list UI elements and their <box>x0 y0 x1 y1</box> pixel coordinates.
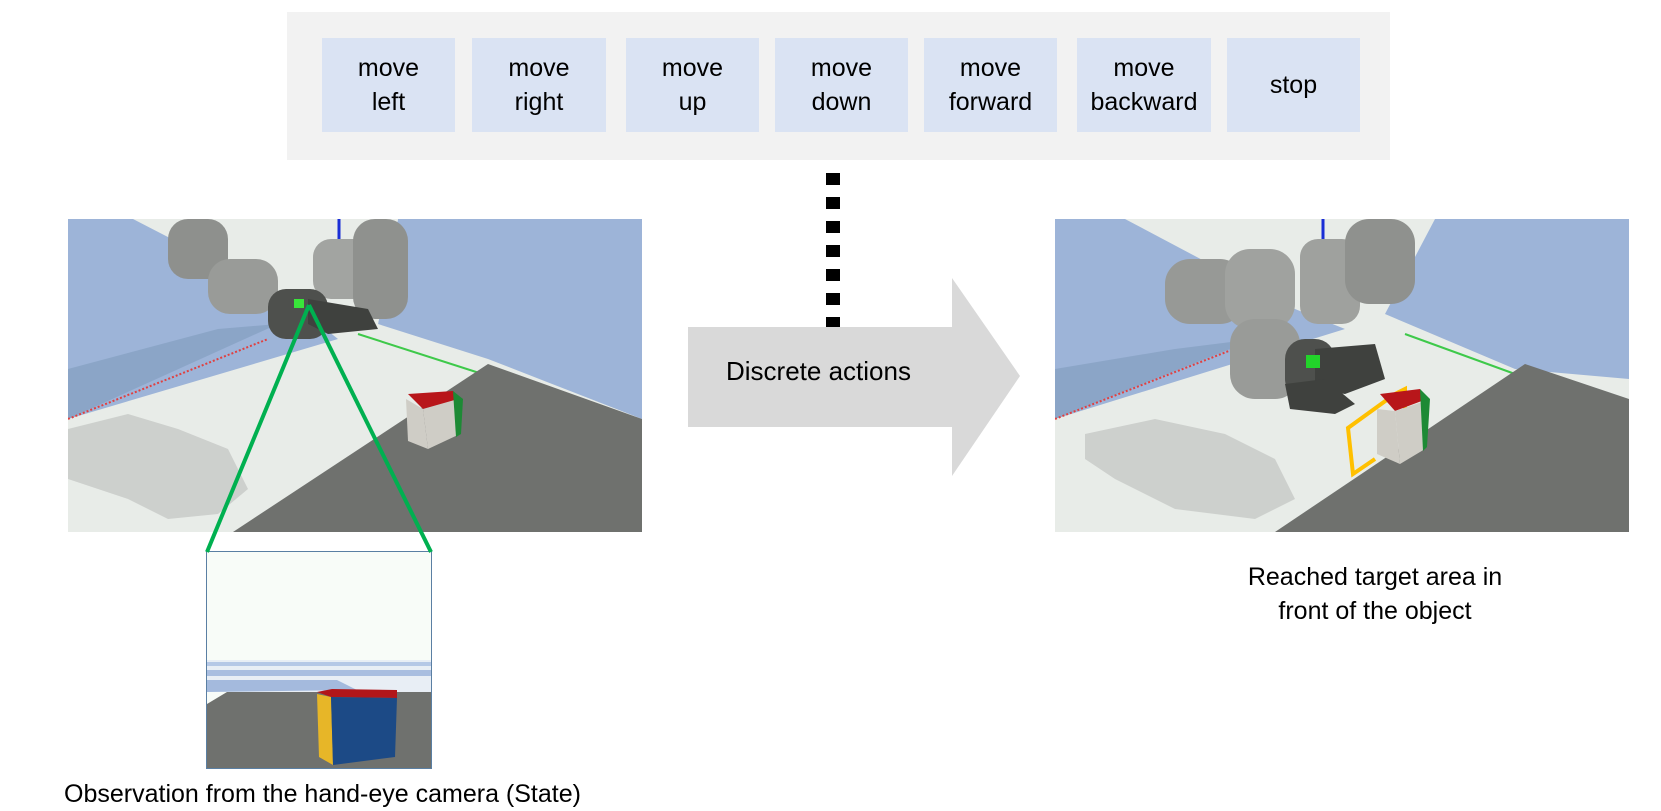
hand-eye-camera-observation <box>206 551 432 769</box>
floor-tile-blue-right <box>1385 219 1629 379</box>
observation-caption: Observation from the hand-eye camera (St… <box>64 780 581 808</box>
camera-cube-top <box>317 689 397 698</box>
action-space-panel: move left move right move up move down m… <box>287 12 1390 160</box>
dotted-connector-end <box>826 278 840 327</box>
floor-tile-blue-right <box>378 219 642 419</box>
transition-arrow-icon <box>688 278 1020 476</box>
robot-upper-link <box>1345 219 1415 304</box>
gripper-fingers-upper <box>1315 344 1385 394</box>
cube-top-red <box>1380 389 1427 411</box>
camera-marker <box>1306 355 1320 368</box>
cube-face-white-2 <box>1395 401 1425 464</box>
action-move-up[interactable]: move up <box>626 38 759 132</box>
y-axis-line <box>1404 333 1516 375</box>
cube-face-green <box>1420 389 1430 451</box>
camera-cube-blue <box>331 697 397 765</box>
checker-tile <box>207 680 357 692</box>
target-reached-caption: Reached target area in front of the obje… <box>1247 563 1503 625</box>
checker-line <box>207 670 431 676</box>
robot-elbow <box>208 259 278 314</box>
target-area-outline <box>1345 392 1397 478</box>
action-stop[interactable]: stop <box>1227 38 1360 132</box>
action-move-backward[interactable]: move backward <box>1077 38 1211 132</box>
robot-link <box>168 219 228 279</box>
gripper-fingers-lower <box>1285 379 1355 414</box>
robot-shadow <box>1085 419 1295 519</box>
scene-target-reached <box>1055 219 1629 532</box>
robot-shadow <box>68 414 248 519</box>
action-move-down[interactable]: move down <box>775 38 908 132</box>
robot-elbow <box>1225 249 1295 329</box>
camera-cube-yellow <box>317 694 333 765</box>
cube-face-green <box>453 391 463 437</box>
robot-forearm <box>1230 319 1300 399</box>
table-surface <box>1275 364 1629 532</box>
action-move-forward[interactable]: move forward <box>924 38 1057 132</box>
action-move-right[interactable]: move right <box>472 38 606 132</box>
arrow-label: Discrete actions <box>726 356 911 386</box>
robot-upper-link <box>353 219 408 319</box>
action-move-left[interactable]: move left <box>322 38 455 132</box>
cube-face-white <box>1377 409 1400 464</box>
camera-marker <box>294 299 304 308</box>
scene-initial-state <box>68 219 642 532</box>
checker-line <box>207 662 431 666</box>
